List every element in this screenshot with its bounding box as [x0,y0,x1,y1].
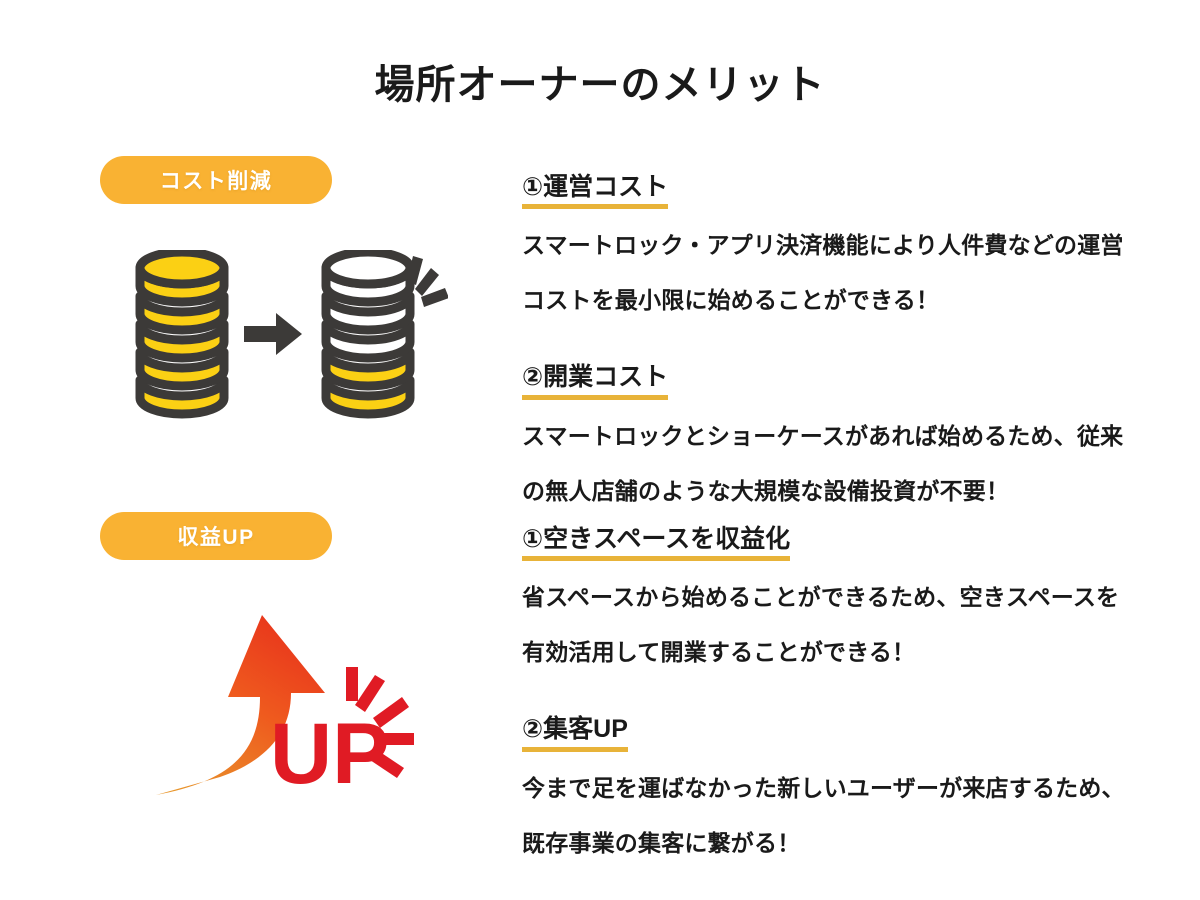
benefit-item: ①空きスペースを収益化 省スペースから始めることができるため、空きスペースを有効… [522,524,1142,680]
benefit-body: スマートロック・アプリ決済機能により人件費などの運営コストを最小限に始めることが… [522,232,1124,314]
benefit-heading: ②集客UP [522,714,628,752]
coin-stack-reduction-icon [118,247,449,450]
benefit-item: ②集客UP 今まで足を運ばなかった新しいユーザーが来店するため、既存事業の集客に… [522,714,1142,870]
up-arrow-icon: UP [150,605,440,815]
section-badge-revenue-up: 収益UP [100,512,332,560]
benefit-body: スマートロックとショーケースがあれば始めるため、従来の無人店舗のような大規模な設… [522,422,1124,504]
benefit-heading: ①空きスペースを収益化 [522,524,791,562]
badge-label: コスト削減 [159,170,273,193]
benefit-body: 省スペースから始めることができるため、空きスペースを有効活用して開業することがで… [522,584,1120,666]
arrow-right-icon [244,313,302,355]
text-column-revenue-up: ①空きスペースを収益化 省スペースから始めることができるため、空きスペースを有効… [522,524,1142,871]
text-column-cost-reduction: ①運営コスト スマートロック・アプリ決済機能により人件費などの運営コストを最小限… [522,172,1142,519]
benefit-item: ②開業コスト スマートロックとショーケースがあれば始めるため、従来の無人店舗のよ… [522,362,1142,518]
benefit-body: 今まで足を運ばなかった新しいユーザーが来店するため、既存事業の集客に繋がる！ [522,774,1125,856]
up-label: UP [270,706,389,802]
section-badge-cost-reduction: コスト削減 [100,156,332,204]
benefit-heading: ①運営コスト [522,172,669,210]
benefit-heading: ②開業コスト [522,362,669,400]
spacer [522,696,1142,714]
benefit-item: ①運営コスト スマートロック・アプリ決済機能により人件費などの運営コストを最小限… [522,172,1142,328]
page-title: 場所オーナーのメリット [374,63,826,107]
badge-label: 収益UP [177,526,255,549]
spacer [522,344,1142,362]
